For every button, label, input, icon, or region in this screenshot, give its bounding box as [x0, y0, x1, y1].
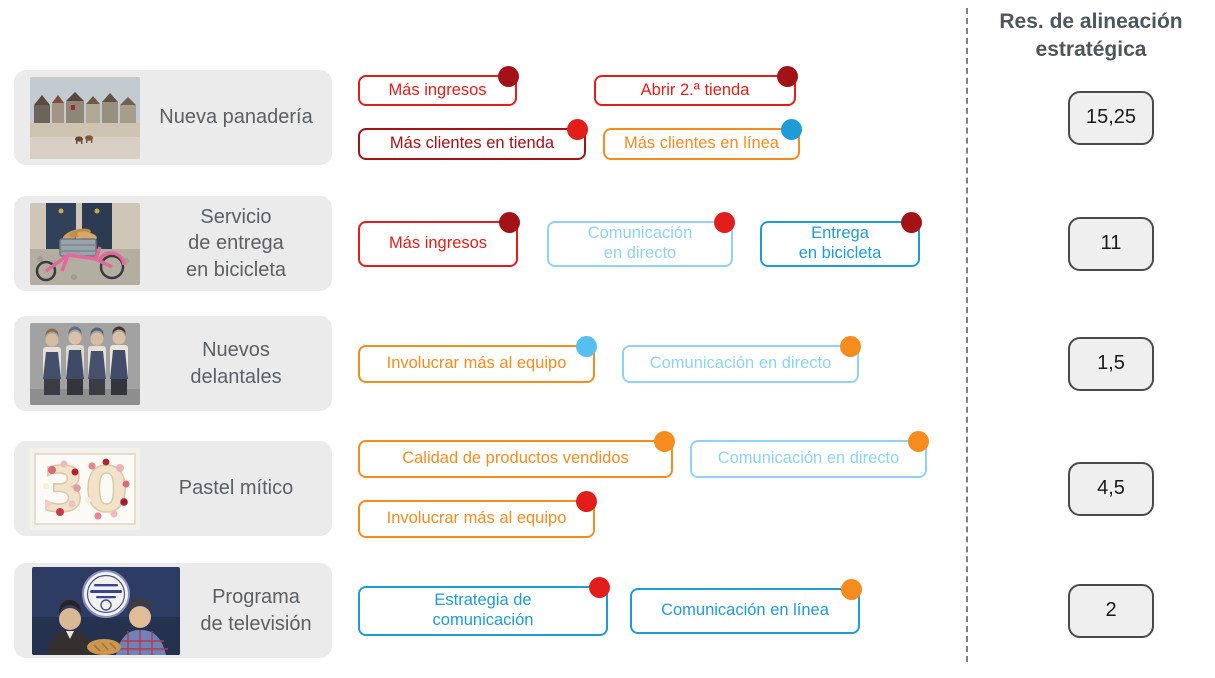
chip-label: Comunicación en directo — [649, 353, 832, 372]
project-label: Pastel mítico — [178, 477, 294, 500]
team-aprons-photo — [30, 322, 140, 405]
project-card[interactable]: 30 Pastel mítico — [14, 441, 332, 536]
priority-dot-icon — [714, 211, 735, 233]
objective-chips: Involucrar más al equipo Comunicación en … — [358, 335, 861, 383]
objective-chip[interactable]: Calidad de productos vendidos — [358, 430, 675, 478]
project-photo — [30, 322, 140, 405]
chip-label: Comunicación en línea — [661, 600, 829, 619]
score-value: 11 — [1100, 232, 1122, 254]
objective-chips: Calidad de productos vendidos Comunicació… — [358, 430, 929, 538]
project-row: Programa de televisión Estrategia de com… — [0, 563, 1215, 658]
priority-dot-icon — [589, 576, 610, 598]
project-card[interactable]: Programa de televisión — [14, 563, 332, 658]
priority-dot-icon — [841, 578, 862, 600]
priority-dot-icon — [901, 211, 922, 233]
objective-chip[interactable]: Más clientes en línea — [603, 119, 802, 160]
score-box: 15,25 — [1068, 90, 1154, 145]
objective-chip[interactable]: Comunicación en directo — [622, 335, 861, 383]
priority-dot-icon — [576, 335, 597, 357]
chip-label: Comunicación en directo — [587, 224, 693, 262]
priority-dot-icon — [654, 430, 675, 452]
dashed-divider — [966, 8, 968, 662]
score-value: 4,5 — [1097, 477, 1125, 499]
priority-dot-icon — [499, 211, 520, 233]
project-label: Nuevos delantales — [190, 339, 282, 388]
chip-label: Involucrar más al equipo — [386, 508, 567, 527]
cake-30-photo: 30 — [30, 447, 140, 530]
priority-dot-icon — [567, 119, 588, 140]
priority-dot-icon — [777, 66, 798, 87]
chip-label: Más ingresos — [388, 233, 488, 252]
tv-show-photo — [32, 566, 180, 655]
project-photo — [32, 566, 180, 655]
chip-label: Más clientes en tienda — [389, 134, 555, 153]
project-row: 30 Pastel mítico Calidad de productos ve… — [0, 430, 1215, 538]
objective-chip[interactable]: Involucrar más al equipo — [358, 335, 597, 383]
score-box: 11 — [1068, 216, 1154, 271]
score-column-title: Res. de alineación estratégica — [999, 10, 1183, 62]
objective-chip[interactable]: Comunicación en directo — [547, 211, 735, 267]
objective-chip[interactable]: Más ingresos — [358, 211, 520, 267]
priority-dot-icon — [576, 490, 597, 512]
project-card[interactable]: Servicio de entrega en bicicleta — [14, 196, 332, 291]
objective-chip[interactable]: Más clientes en tienda — [358, 119, 588, 160]
svg-text:30: 30 — [42, 453, 128, 526]
chip-label: Calidad de productos vendidos — [402, 448, 629, 467]
project-label: Servicio de entrega en bicicleta — [185, 205, 287, 281]
objective-chip[interactable]: Entrega en bicicleta — [760, 211, 922, 267]
objective-chip[interactable]: Involucrar más al equipo — [358, 490, 597, 538]
chip-label: Abrir 2.ª tienda — [640, 80, 750, 99]
priority-dot-icon — [840, 335, 861, 357]
project-card[interactable]: Nueva panadería — [14, 70, 332, 165]
score-value: 2 — [1105, 599, 1117, 621]
delivery-bike-photo — [30, 202, 140, 285]
objective-chips: Más ingresos Comunicación en directo Entre… — [358, 211, 922, 267]
seaside-village-photo — [30, 76, 140, 159]
chip-line: Más clientes en tienda Más clientes en lí… — [358, 119, 802, 160]
objective-chip[interactable]: Comunicación en directo — [690, 430, 929, 478]
project-photo — [30, 202, 140, 285]
score-value: 15,25 — [1085, 106, 1137, 128]
project-row: Nueva panadería Más ingresos Abrir 2.ª ti… — [0, 66, 1215, 165]
chip-line: Más ingresos Abrir 2.ª tienda — [358, 66, 798, 106]
chip-line: Calidad de productos vendidos Comunicació… — [358, 430, 929, 478]
chip-label: Más clientes en línea — [623, 134, 779, 153]
objective-chips: Estrategia de comunicación Comunicación e… — [358, 576, 862, 636]
chip-label: Entrega en bicicleta — [798, 224, 882, 262]
project-label: Programa de televisión — [200, 586, 312, 635]
score-box: 2 — [1068, 583, 1154, 638]
score-box: 4,5 — [1068, 461, 1154, 516]
score-value: 1,5 — [1097, 352, 1125, 374]
objective-chip[interactable]: Comunicación en línea — [630, 578, 862, 634]
priority-dot-icon — [908, 430, 929, 452]
chip-line: Involucrar más al equipo Comunicación en … — [358, 335, 861, 383]
chip-line: Más ingresos Comunicación en directo Entre… — [358, 211, 922, 267]
chip-line: Involucrar más al equipo — [358, 490, 597, 538]
project-label: Nueva panadería — [159, 106, 313, 129]
chip-line: Estrategia de comunicación Comunicación e… — [358, 576, 862, 636]
chip-label: Estrategia de comunicación — [432, 591, 534, 629]
chip-label: Involucrar más al equipo — [386, 353, 567, 372]
project-row: Servicio de entrega en bicicleta Más ing… — [0, 196, 1215, 291]
project-card[interactable]: Nuevos delantales — [14, 316, 332, 411]
objective-chip[interactable]: Estrategia de comunicación — [358, 576, 610, 636]
project-photo — [30, 76, 140, 159]
objective-chip[interactable]: Más ingresos — [358, 66, 519, 106]
objective-chip[interactable]: Abrir 2.ª tienda — [594, 66, 798, 106]
priority-dot-icon — [781, 119, 802, 140]
project-photo: 30 — [30, 447, 140, 530]
chip-label: Más ingresos — [388, 80, 487, 99]
priority-dot-icon — [498, 66, 519, 87]
chip-label: Comunicación en directo — [717, 448, 900, 467]
project-row: Nuevos delantales Involucrar más al equi… — [0, 316, 1215, 411]
score-box: 1,5 — [1068, 336, 1154, 391]
